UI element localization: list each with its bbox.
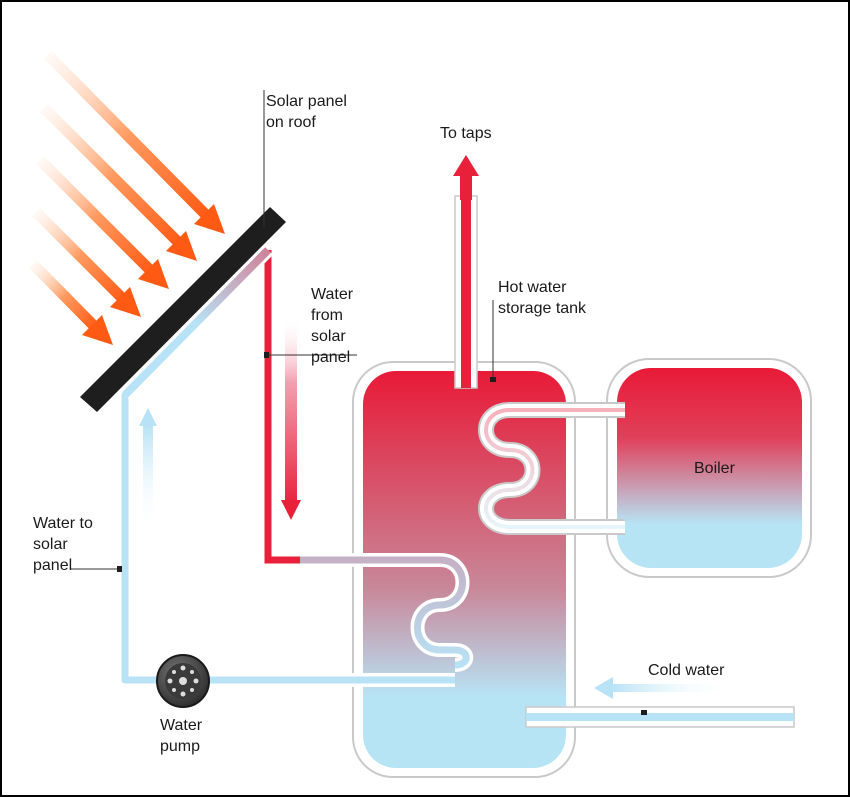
arrow-up-icon xyxy=(453,155,479,200)
boiler xyxy=(606,358,812,578)
boiler-coil xyxy=(478,402,625,535)
label-cold-water: Cold water xyxy=(648,662,725,679)
arrow-up-icon xyxy=(139,408,157,530)
label-water-to-solar-panel: Water to solar panel xyxy=(33,515,97,574)
label-hot-water-storage-tank: Hot water storage tank xyxy=(498,279,587,317)
sun-rays xyxy=(29,51,225,345)
label-water-from-solar-panel: Water from solar panel xyxy=(311,286,358,366)
label-solar-panel: Solar panel on roof xyxy=(266,93,351,131)
panel-label-marker xyxy=(261,225,267,231)
water-pump xyxy=(156,654,210,708)
leader-lines xyxy=(70,90,494,570)
sun-ray-arrow-icon xyxy=(29,260,113,345)
label-water-pump: Water pump xyxy=(160,717,207,755)
solar-panel xyxy=(80,207,286,412)
cold-water-inlet xyxy=(525,677,795,728)
arrow-down-icon xyxy=(281,315,301,520)
sun-ray-arrow-icon xyxy=(36,156,169,289)
label-to-taps: To taps xyxy=(440,125,492,142)
label-boiler: Boiler xyxy=(694,460,736,477)
pipe-to-taps xyxy=(453,155,479,389)
sun-ray-arrow-icon xyxy=(40,104,197,261)
arrow-left-icon xyxy=(594,677,732,699)
sun-ray-arrow-icon xyxy=(32,208,141,317)
sun-ray-arrow-icon xyxy=(44,51,225,234)
panel-riser-pipe xyxy=(120,245,273,400)
